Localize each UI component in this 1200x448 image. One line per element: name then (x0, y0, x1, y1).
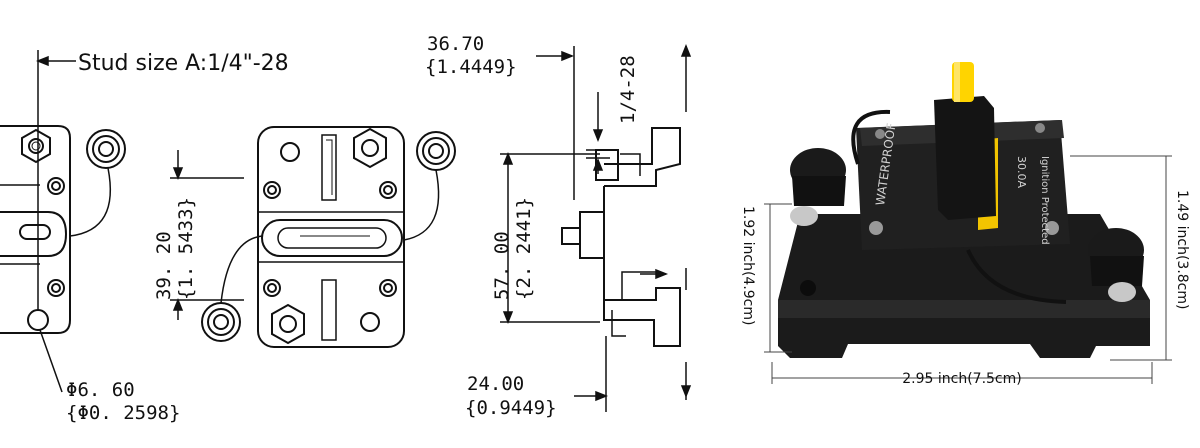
depth-in: {0.9449} (465, 397, 557, 419)
side-width-dimension (536, 43, 692, 200)
side-height-in: {2. 2441} (513, 197, 535, 300)
height-in: {1. 5433} (175, 197, 197, 300)
hole-diameter-leader (39, 329, 63, 393)
left-partial-view (0, 125, 126, 334)
label-ignition: Ignition Protected (1039, 156, 1050, 245)
height-mm: 39. 20 (153, 231, 175, 300)
photo-dimension-lines (764, 155, 1172, 384)
product-photo (778, 62, 1150, 358)
thread-dimension (586, 92, 610, 174)
front-view (201, 126, 456, 348)
photo-height-label: 1.49 inch(3.8cm) (1174, 190, 1190, 309)
side-width-in: {1.4449} (425, 56, 517, 78)
stud-size-dimension (35, 50, 76, 310)
stud-size-label: Stud size A:1/4"-28 (78, 51, 289, 76)
depth-mm: 24.00 (467, 373, 524, 395)
side-height-mm: 57. 00 (491, 231, 513, 300)
height-dimension (170, 150, 244, 320)
label-rating: 30.0A (1015, 156, 1028, 188)
side-width-mm: 36.70 (427, 33, 484, 55)
hole-diameter-mm: Φ6. 60 (66, 379, 135, 401)
thread-label: 1/4-28 (617, 55, 639, 124)
depth-dimension (574, 336, 692, 412)
photo-width-label: 2.95 inch(7.5cm) (902, 371, 1021, 387)
side-view (561, 127, 681, 347)
hole-diameter-in: {Φ0. 2598} (66, 402, 180, 424)
side-height-dimension (500, 151, 687, 325)
photo-depth-label: 1.92 inch(4.9cm) (740, 206, 756, 325)
